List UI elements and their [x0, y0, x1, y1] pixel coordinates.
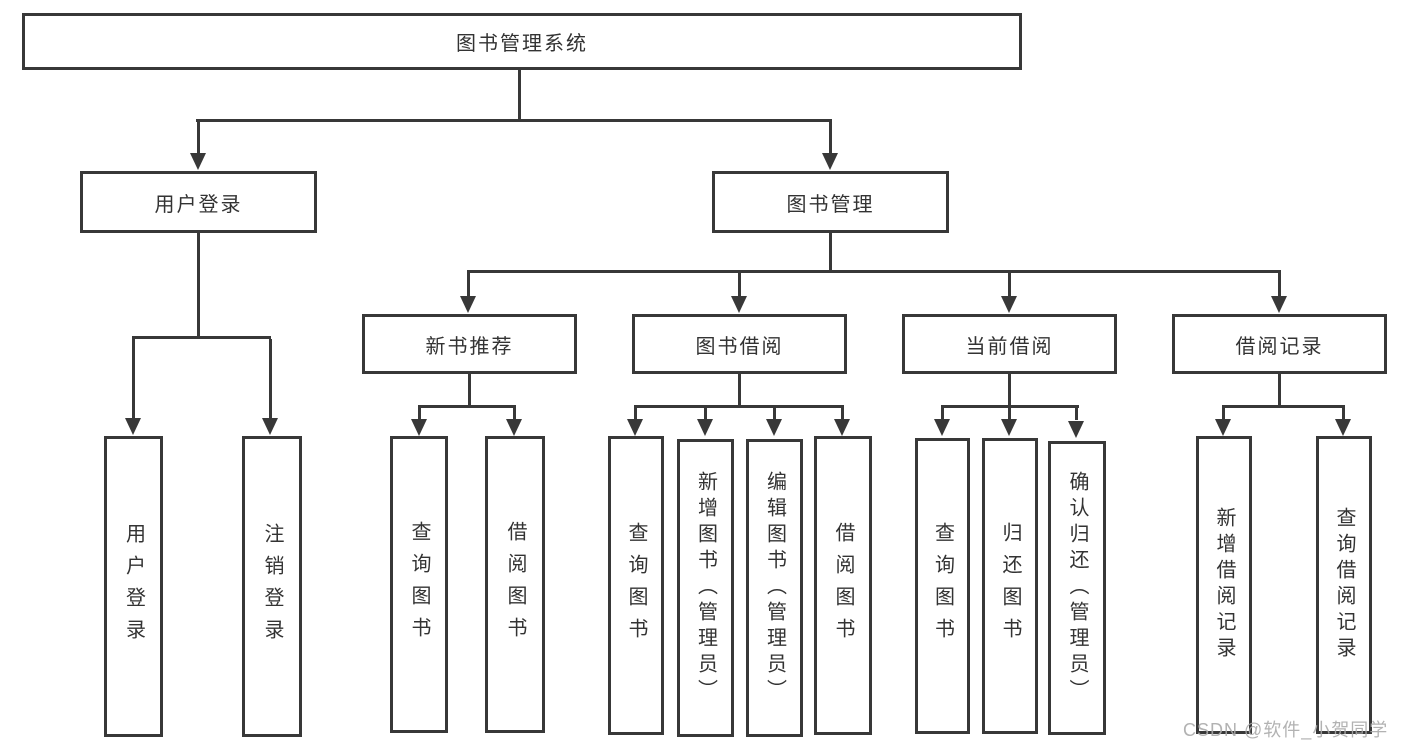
leaf-confirm-return-admin: 确认归还（管理员）: [1048, 441, 1106, 735]
leaf-borrow-books-1: 借阅图书: [485, 436, 545, 733]
leaf-add-books-admin: 新增图书（管理员）: [677, 439, 734, 737]
leaf-user-login-label: 用户登录: [122, 522, 145, 651]
connector-line: [1278, 374, 1281, 406]
leaf-borrow-books-1-label: 借阅图书: [504, 520, 526, 649]
arrowhead-down-icon: [125, 418, 141, 435]
leaf-edit-books-admin: 编辑图书（管理员）: [746, 439, 803, 737]
connector-line: [132, 336, 271, 339]
connector-line: [518, 70, 521, 121]
arrowhead-down-icon: [262, 418, 278, 435]
connector-line: [1222, 408, 1225, 420]
node-borrowing-records-label: 借阅记录: [1235, 335, 1324, 358]
arrowhead-down-icon: [1335, 419, 1351, 436]
connector-line: [467, 270, 1281, 273]
node-new-book-recommendation-label: 新书推荐: [425, 335, 514, 358]
arrowhead-down-icon: [1215, 419, 1231, 436]
arrowhead-down-icon: [1068, 421, 1084, 438]
connector-line: [773, 408, 776, 420]
connector-line: [197, 233, 200, 337]
connector-line: [829, 121, 832, 155]
leaf-query-books-3: 查询图书: [915, 438, 970, 734]
leaf-logout: 注销登录: [242, 436, 302, 737]
leaf-return-books-label: 归还图书: [999, 522, 1021, 650]
node-root-label: 图书管理系统: [456, 33, 588, 55]
leaf-return-books: 归还图书: [982, 438, 1038, 734]
arrowhead-down-icon: [697, 419, 713, 436]
connector-line: [1008, 408, 1011, 420]
connector-line: [738, 374, 741, 406]
connector-line: [738, 273, 741, 297]
arrowhead-down-icon: [460, 296, 476, 313]
arrowhead-down-icon: [1001, 419, 1017, 436]
leaf-query-books-2: 查询图书: [608, 436, 664, 735]
node-book-management-label: 图书管理: [786, 193, 875, 216]
connector-line: [829, 233, 832, 271]
connector-line: [941, 405, 1079, 408]
leaf-query-borrow-record-label: 查询借阅记录: [1333, 507, 1355, 663]
arrowhead-down-icon: [822, 153, 838, 170]
leaf-user-login: 用户登录: [104, 436, 163, 737]
arrowhead-down-icon: [1001, 296, 1017, 313]
leaf-query-books-3-label: 查询图书: [931, 522, 954, 650]
node-book-borrowing: 图书借阅: [632, 314, 847, 374]
arrowhead-down-icon: [411, 419, 427, 436]
leaf-query-books-2-label: 查询图书: [625, 521, 647, 650]
connector-line: [1008, 273, 1011, 297]
node-book-borrowing-label: 图书借阅: [695, 335, 784, 358]
connector-line: [1075, 408, 1078, 420]
connector-line: [468, 374, 471, 406]
leaf-query-borrow-record: 查询借阅记录: [1316, 436, 1372, 734]
node-book-management: 图书管理: [712, 171, 949, 233]
connector-line: [513, 408, 516, 420]
connector-line: [197, 121, 200, 155]
connector-line: [634, 408, 637, 420]
arrowhead-down-icon: [506, 419, 522, 436]
connector-line: [1278, 273, 1281, 297]
node-new-book-recommendation: 新书推荐: [362, 314, 577, 374]
leaf-query-books-1: 查询图书: [390, 436, 448, 733]
leaf-query-books-1-label: 查询图书: [408, 520, 430, 649]
leaf-add-borrow-record: 新增借阅记录: [1196, 436, 1252, 734]
connector-line: [269, 339, 272, 418]
node-borrowing-records: 借阅记录: [1172, 314, 1387, 374]
arrowhead-down-icon: [834, 419, 850, 436]
leaf-logout-label: 注销登录: [261, 522, 283, 651]
connector-line: [132, 339, 135, 418]
connector-line: [1008, 374, 1011, 406]
connector-line: [634, 405, 844, 408]
csdn-watermark: CSDN @软件_小贺同学: [1183, 720, 1389, 740]
connector-line: [941, 408, 944, 420]
arrowhead-down-icon: [190, 153, 206, 170]
node-user-login: 用户登录: [80, 171, 317, 233]
connector-line: [1222, 405, 1345, 408]
leaf-borrow-books-2: 借阅图书: [814, 436, 872, 735]
node-current-borrowing-label: 当前借阅: [965, 335, 1054, 358]
arrowhead-down-icon: [1271, 296, 1287, 313]
connector-line: [467, 273, 470, 297]
arrowhead-down-icon: [731, 296, 747, 313]
leaf-edit-books-admin-label: 编辑图书（管理员）: [763, 471, 786, 705]
leaf-confirm-return-admin-label: 确认归还（管理员）: [1066, 471, 1088, 705]
leaf-borrow-books-2-label: 借阅图书: [832, 521, 854, 650]
leaf-add-books-admin-label: 新增图书（管理员）: [694, 471, 717, 705]
arrowhead-down-icon: [766, 419, 782, 436]
connector-line: [841, 408, 844, 420]
connector-line: [418, 405, 516, 408]
connector-line: [704, 408, 707, 420]
node-root: 图书管理系统: [22, 13, 1022, 70]
connector-line: [418, 408, 421, 420]
leaf-add-borrow-record-label: 新增借阅记录: [1213, 507, 1235, 663]
node-user-login-label: 用户登录: [154, 193, 243, 216]
arrowhead-down-icon: [627, 419, 643, 436]
arrowhead-down-icon: [934, 419, 950, 436]
node-current-borrowing: 当前借阅: [902, 314, 1117, 374]
connector-line: [196, 119, 832, 122]
connector-line: [1342, 408, 1345, 420]
